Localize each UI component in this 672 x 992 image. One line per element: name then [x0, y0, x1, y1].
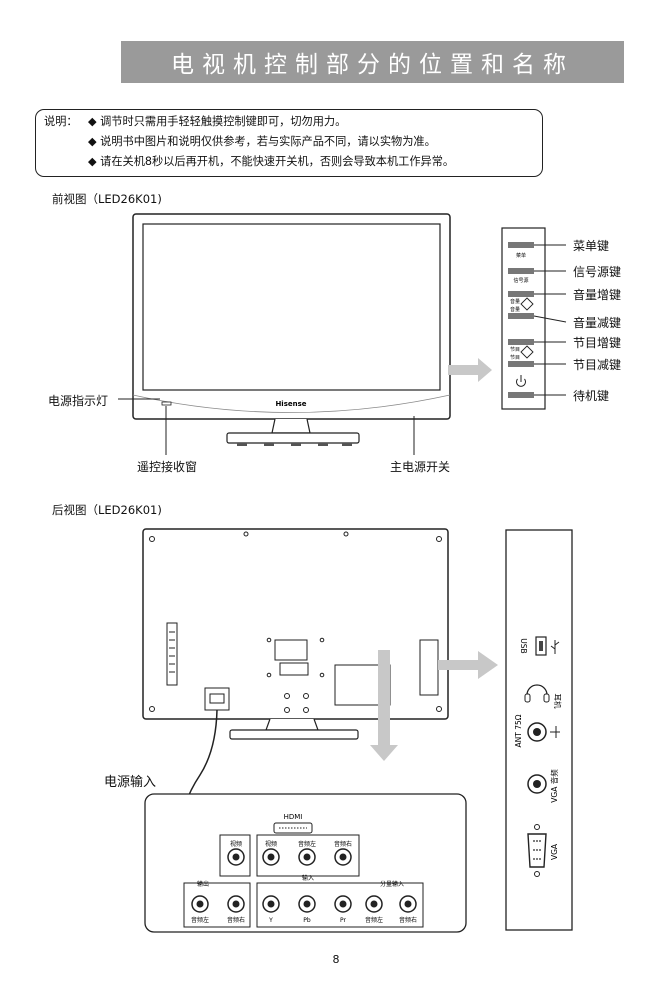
notes-label: 说明：	[44, 115, 78, 128]
vga-port	[527, 824, 547, 877]
pr-jack	[334, 895, 352, 913]
audio-out-left-jack	[191, 895, 209, 913]
power-indicator-led	[161, 401, 172, 406]
brand-logo: Hisense	[275, 400, 306, 408]
channel-diamond-icon	[520, 345, 534, 359]
component-audio-right-label: 音频右	[399, 916, 417, 924]
power-indicator-label: 电源指示灯	[48, 394, 109, 408]
note-item: ◆ 请在关机8秒以后再开机，不能快速开关机，否则会导致本机工作异常。	[88, 155, 455, 168]
usb-label: USB	[519, 638, 528, 653]
video-in-jack	[262, 848, 280, 866]
standby-key	[508, 392, 534, 398]
remote-sensor-label: 遥控接收窗	[137, 460, 198, 474]
input-group-label: 输入	[302, 874, 314, 882]
earphone-icon	[524, 684, 550, 703]
side-button-strip	[166, 622, 178, 686]
hdmi-port	[273, 822, 313, 834]
video-out-jack	[227, 848, 245, 866]
audio-out-group	[183, 882, 251, 928]
component-audio-left-jack	[365, 895, 383, 913]
source-key	[508, 268, 534, 274]
component-audio-left-label: 音频左	[365, 916, 383, 924]
audio-in-left-label: 音频左	[298, 840, 316, 848]
side-terminal-cover	[419, 639, 439, 696]
volume-down-key-label: 音量	[510, 306, 520, 313]
arrow-right-icon	[438, 651, 498, 679]
hdmi-label: HDMI	[284, 813, 303, 821]
arrow-down-icon	[370, 650, 398, 761]
source-key-label: 信号源	[513, 277, 528, 284]
antenna-label: ANT 75Ω	[514, 714, 523, 747]
component-input-group	[256, 882, 424, 928]
standby-key-name: 待机键	[573, 389, 610, 403]
note-item: ◆ 说明书中图片和说明仅供参考，若与实际产品不同，请以实物为准。	[88, 135, 436, 148]
audio-in-right-label: 音频右	[334, 840, 352, 848]
channel-up-key-name: 节目增键	[573, 336, 622, 350]
volume-down-key	[508, 313, 534, 319]
volume-diamond-icon	[520, 297, 534, 311]
tv-stand-neck	[271, 418, 311, 434]
antenna-jack	[527, 722, 547, 742]
channel-up-key-label: 节目	[510, 347, 520, 353]
power-cord	[184, 709, 218, 806]
page-title: 电视机控制部分的位置和名称	[171, 52, 574, 78]
main-power-switch-label: 主电源开关	[390, 460, 451, 474]
vga-audio-jack	[527, 774, 547, 794]
volume-down-key-name: 音量减键	[573, 316, 622, 330]
video-out-label: 视频	[230, 840, 242, 848]
menu-key-name: 菜单键	[573, 239, 610, 253]
pb-label: Pb	[303, 917, 311, 924]
power-input-label: 电源输入	[104, 775, 157, 790]
earphone-label: 耳机	[553, 694, 563, 709]
audio-out-right-jack	[227, 895, 245, 913]
power-icon	[516, 375, 526, 387]
channel-down-key-name: 节目减键	[573, 358, 622, 372]
rear-stand-base	[229, 729, 359, 740]
tv-screen	[142, 223, 441, 391]
tv-stand-base	[226, 432, 360, 444]
page-title-banner: 电视机控制部分的位置和名称	[121, 41, 624, 83]
menu-key-label: 菜单	[516, 252, 526, 259]
component-audio-right-jack	[399, 895, 417, 913]
front-view-heading: 前视图（LED26K01)	[52, 192, 162, 206]
arrow-right-icon	[448, 358, 492, 382]
front-view-diagram: Hisense 菜单 信号源 音量 音量 节目 节目	[118, 213, 567, 455]
vga-label: VGA	[550, 843, 559, 860]
audio-in-right-jack	[334, 848, 352, 866]
channel-down-key-label: 节目	[510, 355, 520, 361]
y-label: Y	[268, 917, 273, 924]
volume-up-key-name: 音量增键	[573, 288, 622, 302]
video-in-label: 视频	[265, 840, 277, 848]
page-number: 8	[332, 953, 340, 966]
volume-up-key	[508, 291, 534, 297]
channel-up-key	[508, 339, 534, 345]
menu-key	[508, 242, 534, 248]
pr-label: Pr	[340, 917, 347, 924]
pb-jack	[298, 895, 316, 913]
y-jack	[262, 895, 280, 913]
vga-audio-label: VGA 音频	[549, 769, 559, 803]
rear-view-diagram: HDMI 视频 视频 音频左 音频右 输入 输出 分量输入 音频左 音频右 Y …	[142, 528, 573, 933]
av-input-group	[256, 834, 360, 877]
notes-box: 说明： ◆ 调节时只需用手轻轻触摸控制键即可，切勿用力。 ◆ 说明书中图片和说明…	[35, 109, 543, 177]
video-out-group	[219, 834, 251, 877]
audio-out-left-label: 音频左	[191, 916, 209, 924]
output-group-label: 输出	[197, 880, 209, 888]
audio-in-left-jack	[298, 848, 316, 866]
component-group-label: 分量输入	[380, 880, 404, 888]
channel-down-key	[508, 361, 534, 367]
audio-out-right-label: 音频右	[227, 916, 245, 924]
source-key-name: 信号源键	[573, 265, 622, 279]
rear-view-heading: 后视图（LED26K01)	[52, 503, 162, 517]
usb-icon	[550, 640, 560, 654]
antenna-icon	[550, 726, 560, 738]
volume-up-key-label: 音量	[510, 298, 520, 305]
tv-back-panel	[142, 528, 449, 720]
note-item: ◆ 调节时只需用手轻轻触摸控制键即可，切勿用力。	[88, 115, 347, 128]
